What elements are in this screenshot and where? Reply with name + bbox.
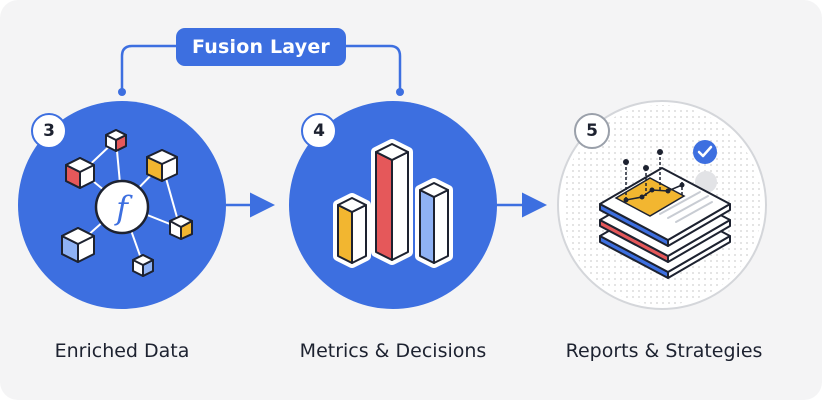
step-5-illustration bbox=[557, 100, 767, 310]
data-node-cube bbox=[61, 227, 95, 263]
fusion-bracket-end-right bbox=[396, 88, 404, 96]
step-5-label: Reports & Strategies bbox=[565, 340, 763, 362]
hub-node bbox=[94, 179, 150, 235]
fusion-bracket bbox=[120, 44, 402, 90]
step-5-number-badge: 5 bbox=[574, 113, 610, 149]
data-node-cube bbox=[169, 215, 193, 240]
data-node-cube bbox=[146, 149, 178, 182]
step-3-label: Enriched Data bbox=[54, 340, 190, 362]
bar-yellow bbox=[337, 197, 367, 264]
step-4-number-badge: 4 bbox=[301, 113, 337, 149]
step-4-illustration bbox=[289, 101, 497, 309]
step-4-label: Metrics & Decisions bbox=[299, 340, 487, 362]
fusion-bracket-end-left bbox=[118, 88, 126, 96]
fusion-layer-label: Fusion Layer bbox=[176, 28, 346, 66]
data-node-cube bbox=[105, 129, 127, 152]
bar-light-blue bbox=[419, 182, 449, 264]
bar-red bbox=[375, 143, 409, 261]
step-3-number-badge: 3 bbox=[31, 113, 67, 149]
report-highlight bbox=[614, 177, 686, 217]
data-node-cube bbox=[132, 254, 154, 277]
data-node-cube bbox=[65, 157, 95, 189]
step-3-illustration: f bbox=[18, 101, 226, 309]
